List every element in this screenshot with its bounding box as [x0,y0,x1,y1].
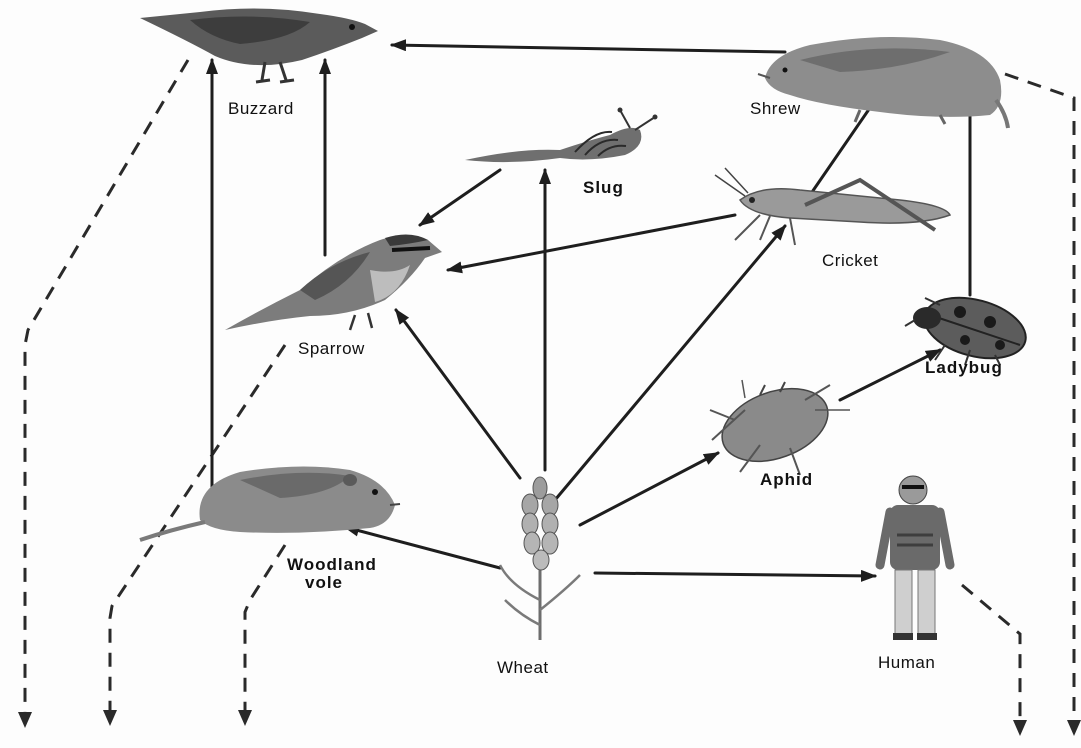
dashed-arrow-human [962,585,1020,732]
label-sparrow: Sparrow [298,339,365,358]
label-woodland-vole-line2: vole [305,573,343,592]
dashed-arrow-buzzard [25,60,188,724]
arrow-slug-to-sparrow [420,170,500,225]
label-woodland-vole-line1: Woodland [287,555,377,574]
label-cricket: Cricket [822,251,878,270]
arrow-wheat-to-sparrow [396,310,520,478]
label-aphid: Aphid [760,470,813,489]
wheat-icon [500,477,580,640]
buzzard-icon [140,8,378,82]
dashed-arrow-shrew [1005,74,1074,732]
label-human: Human [878,653,935,672]
decomposition-arrows [25,60,1074,732]
label-buzzard: Buzzard [228,99,294,118]
label-shrew: Shrew [750,99,801,118]
aphid-icon [710,375,850,475]
arrow-cricket-to-sparrow [448,215,735,270]
label-ladybug: Ladybug [925,358,1003,377]
dashed-arrow-woodland-vole [245,545,285,722]
arrow-wheat-to-human [595,573,875,576]
label-slug: Slug [583,178,624,197]
cricket-icon [715,168,950,245]
sparrow-icon [225,234,442,330]
slug-icon [465,108,658,163]
human-icon [880,476,950,640]
arrow-wheat-to-aphid [580,453,718,525]
woodland-vole-icon [140,466,400,540]
labels: Buzzard Shrew Slug Cricket Sparrow Ladyb… [228,99,1003,677]
arrow-shrew-to-buzzard [392,45,785,52]
label-wheat: Wheat [497,658,549,677]
dashed-arrow-sparrow [110,345,285,722]
